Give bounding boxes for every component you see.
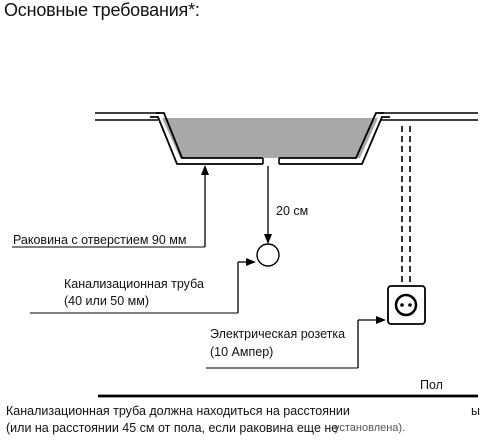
- sink-leader: [12, 165, 209, 248]
- drain-pipe-icon: [256, 243, 280, 267]
- socket-label-line1: Электрическая розетка: [210, 327, 346, 341]
- pipe-label-line1: Канализационная труба: [64, 277, 204, 291]
- sink-basin: [150, 112, 390, 165]
- footnote-line1: Канализационная труба должна находиться …: [6, 404, 350, 418]
- footnote-line2: (или на расстоянии 45 см от пола, если р…: [6, 421, 339, 435]
- sink-label: Раковина с отверстием 90 мм: [13, 233, 187, 247]
- page-title: Основные требования*:: [4, 0, 200, 20]
- socket-leader: [206, 316, 386, 369]
- pipe-label-line2: (40 или 50 мм): [64, 294, 149, 308]
- distance-arrow: [264, 166, 272, 244]
- distance-label: 20 см: [276, 204, 309, 218]
- footnote-line2-tail: установлена).: [334, 422, 406, 434]
- floor-label: Пол: [420, 378, 443, 392]
- footnote: Канализационная труба должна находиться …: [6, 403, 480, 437]
- socket-icon: [387, 285, 426, 325]
- socket-label-line2: (10 Ампер): [210, 345, 274, 359]
- footnote-line1-tail: ы: [471, 404, 480, 418]
- countertop: [95, 112, 478, 121]
- pipe-leader: [30, 258, 256, 314]
- dashed-cable: [401, 126, 411, 284]
